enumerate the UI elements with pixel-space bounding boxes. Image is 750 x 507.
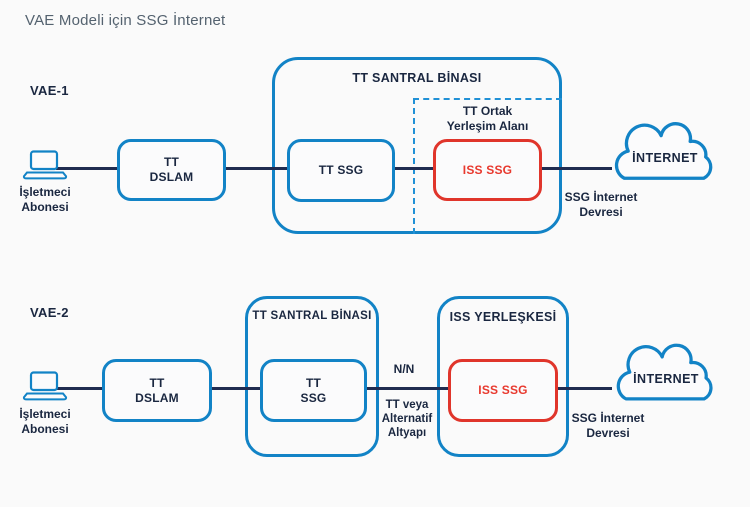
subscriber-label-vae1: İşletmeci Abonesi: [19, 185, 71, 214]
tt-ssg-box-vae1: TT SSG: [287, 139, 395, 202]
ssg-circuit-label-vae2: SSG İnternet Devresi: [571, 411, 645, 440]
central-building-title-vae1: TT SANTRAL BİNASI: [352, 71, 482, 85]
colocation-label: TT Ortak Yerleşim Alanı: [446, 104, 529, 133]
subscriber-label-vae2: İşletmeci Abonesi: [19, 407, 71, 436]
tt-ssg-box-vae2: TT SSG: [260, 359, 367, 422]
iss-ssg-label-vae1: ISS SSG: [462, 162, 513, 177]
tt-dslam-label: TT DSLAM: [135, 375, 179, 405]
iss-campus-title: ISS YERLEŞKESİ: [449, 310, 557, 324]
tt-dslam-label: TT DSLAM: [149, 155, 194, 184]
nn-label: N/N: [393, 362, 415, 376]
iss-ssg-label-vae2: ISS SSG: [478, 383, 528, 398]
ssg-circuit-label-vae1: SSG İnternet Devresi: [564, 190, 638, 219]
row-label-vae1: VAE-1: [30, 83, 69, 98]
iss-ssg-box-vae1: ISS SSG: [433, 139, 542, 201]
tt-ssg-label-vae2: TT SSG: [300, 375, 327, 405]
tt-dslam-box-vae2: TT DSLAM: [102, 359, 212, 422]
row-label-vae2: VAE-2: [30, 305, 69, 320]
internet-cloud-vae2: İNTERNET: [605, 343, 727, 409]
laptop-icon: [22, 150, 68, 180]
laptop-icon: [22, 371, 68, 401]
internet-label-vae1: İNTERNET: [632, 151, 698, 166]
internet-cloud-vae1: İNTERNET: [603, 122, 727, 188]
alt-infrastructure-label: TT veya Alternatif Altyapı: [381, 399, 433, 440]
central-building-title-vae2: TT SANTRAL BİNASI: [252, 310, 372, 322]
iss-ssg-box-vae2: ISS SSG: [448, 359, 558, 422]
colocation-dashed-region: [413, 98, 562, 234]
page-title: VAE Modeli için SSG İnternet: [25, 12, 226, 29]
tt-ssg-label-vae1: TT SSG: [318, 163, 364, 178]
internet-label-vae2: İNTERNET: [633, 372, 699, 387]
tt-dslam-box-vae1: TT DSLAM: [117, 139, 226, 201]
